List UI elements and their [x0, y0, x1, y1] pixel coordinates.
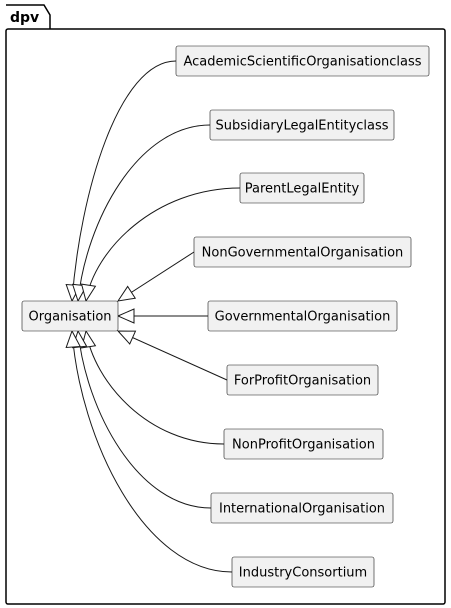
class-nodes: Organisation AcademicScientificOrganisat… — [21, 45, 430, 588]
generalization-edge — [71, 330, 233, 573]
generalization-edge — [77, 124, 211, 302]
class-parent-legal-entity[interactable]: ParentLegalEntity — [239, 172, 365, 204]
package-tab — [6, 4, 51, 29]
class-label: ParentLegalEntity — [245, 182, 360, 197]
class-box — [21, 300, 119, 332]
class-box — [210, 492, 394, 524]
generalization-edge — [77, 330, 212, 509]
class-non-governmental-organisation[interactable]: NonGovernmentalOrganisation — [193, 236, 412, 268]
class-box — [223, 428, 384, 460]
class-label: ForProfitOrganisation — [234, 374, 371, 389]
class-box — [193, 236, 412, 268]
class-governmental-organisation[interactable]: GovernmentalOrganisation — [207, 300, 398, 332]
class-box — [207, 300, 398, 332]
class-label: Organisation — [28, 310, 111, 325]
class-label: SubsidiaryLegalEntityclass — [215, 119, 388, 134]
class-academic-scientific-organisationclass[interactable]: AcademicScientificOrganisationclass — [175, 45, 430, 77]
generalization-arrowhead — [116, 308, 135, 324]
generalization-edge — [117, 330, 228, 381]
class-subsidiary-legal-entityclass[interactable]: SubsidiaryLegalEntityclass — [209, 109, 395, 141]
class-box — [231, 556, 375, 588]
package-frame — [5, 28, 446, 605]
class-label: InternationalOrganisation — [219, 502, 385, 517]
class-label: NonProfitOrganisation — [232, 438, 375, 453]
class-box — [209, 109, 395, 141]
class-industry-consortium[interactable]: IndustryConsortium — [231, 556, 375, 588]
class-box — [239, 172, 365, 204]
generalization-arrowhead — [116, 285, 137, 302]
class-non-profit-organisation[interactable]: NonProfitOrganisation — [223, 428, 384, 460]
class-organisation[interactable]: Organisation — [21, 300, 119, 332]
class-label: NonGovernmentalOrganisation — [202, 246, 404, 261]
class-label: IndustryConsortium — [239, 566, 367, 581]
generalization-edge — [71, 60, 177, 302]
package-label: dpv — [10, 10, 39, 26]
class-box — [226, 364, 379, 396]
generalization-edge — [85, 187, 241, 302]
generalization-edge — [85, 330, 225, 445]
generalization-arrowhead — [65, 329, 81, 349]
generalization-arrowhead — [80, 283, 97, 303]
class-box — [175, 45, 430, 77]
package-dpv: dpv — [5, 4, 446, 605]
class-label: GovernmentalOrganisation — [215, 310, 391, 325]
class-for-profit-organisation[interactable]: ForProfitOrganisation — [226, 364, 379, 396]
generalization-arrowhead — [116, 330, 137, 345]
class-international-organisation[interactable]: InternationalOrganisation — [210, 492, 394, 524]
generalization-edges — [65, 60, 241, 573]
class-label: AcademicScientificOrganisationclass — [183, 55, 421, 70]
